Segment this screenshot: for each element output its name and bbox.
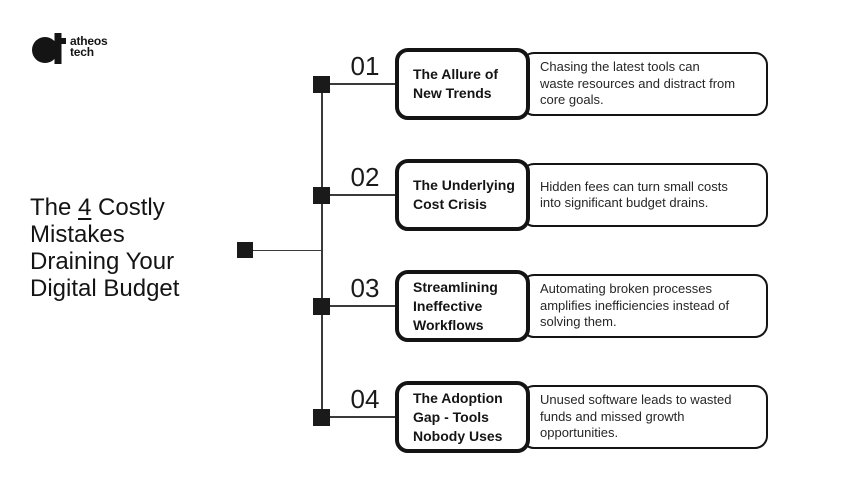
page-title-prefix: The <box>30 194 79 221</box>
description-text: Unused software leads to wasted funds an… <box>540 392 732 441</box>
description-box: Hidden fees can turn small costs into si… <box>521 163 768 227</box>
title-text: The Allure of New Trends <box>413 66 499 101</box>
title-box: The Underlying Cost Crisis <box>395 159 530 231</box>
description-box: Chasing the latest tools can waste resou… <box>521 52 768 116</box>
mistake-row-04: 04 The Adoption Gap - Tools Nobody Uses … <box>313 381 773 453</box>
connector-root-node-square <box>237 242 253 258</box>
page-title: The 4 Costly Mistakes Draining Your Digi… <box>30 194 250 302</box>
brand-name: atheos tech <box>70 33 108 59</box>
brand-logo: atheos tech <box>32 30 108 64</box>
page-title-underlined-number: 4 <box>78 194 92 221</box>
row-number: 01 <box>342 53 388 79</box>
connector-node-square <box>313 297 330 315</box>
mistake-row-02: 02 The Underlying Cost Crisis Hidden fee… <box>313 159 773 231</box>
connector-node-square <box>313 408 330 426</box>
description-box: Unused software leads to wasted funds an… <box>521 385 768 449</box>
row-number: 02 <box>342 164 388 190</box>
description-text: Automating broken processes amplifies in… <box>540 281 730 330</box>
brand-name-line1: atheos <box>70 33 108 48</box>
connector-branch-line <box>321 416 397 418</box>
connector-node-square <box>313 75 330 93</box>
title-box: Streamlining Ineffective Workflows <box>395 270 530 342</box>
description-text: Hidden fees can turn small costs into si… <box>540 178 728 211</box>
connector-branch-line <box>321 305 397 307</box>
title-box: The Adoption Gap - Tools Nobody Uses <box>395 381 530 453</box>
page-title-suffix: Costly Mistakes Draining Your Digital Bu… <box>30 194 180 302</box>
brand-name-line2: tech <box>70 45 94 59</box>
at-monogram-icon <box>32 33 66 64</box>
mistake-row-01: 01 The Allure of New Trends Chasing the … <box>313 48 773 120</box>
row-number: 03 <box>342 275 388 301</box>
connector-branch-line <box>321 194 397 196</box>
title-text: The Adoption Gap - Tools Nobody Uses <box>413 389 503 444</box>
title-text: Streamlining Ineffective Workflows <box>413 278 498 333</box>
title-box: The Allure of New Trends <box>395 48 530 120</box>
mistake-row-03: 03 Streamlining Ineffective Workflows Au… <box>313 270 773 342</box>
title-text: The Underlying Cost Crisis <box>413 177 515 212</box>
connector-branch-line <box>321 83 397 85</box>
connector-root-branch-line <box>249 249 322 251</box>
description-text: Chasing the latest tools can waste resou… <box>540 59 736 108</box>
row-number: 04 <box>342 386 388 412</box>
connector-node-square <box>313 186 330 204</box>
description-box: Automating broken processes amplifies in… <box>521 274 768 338</box>
